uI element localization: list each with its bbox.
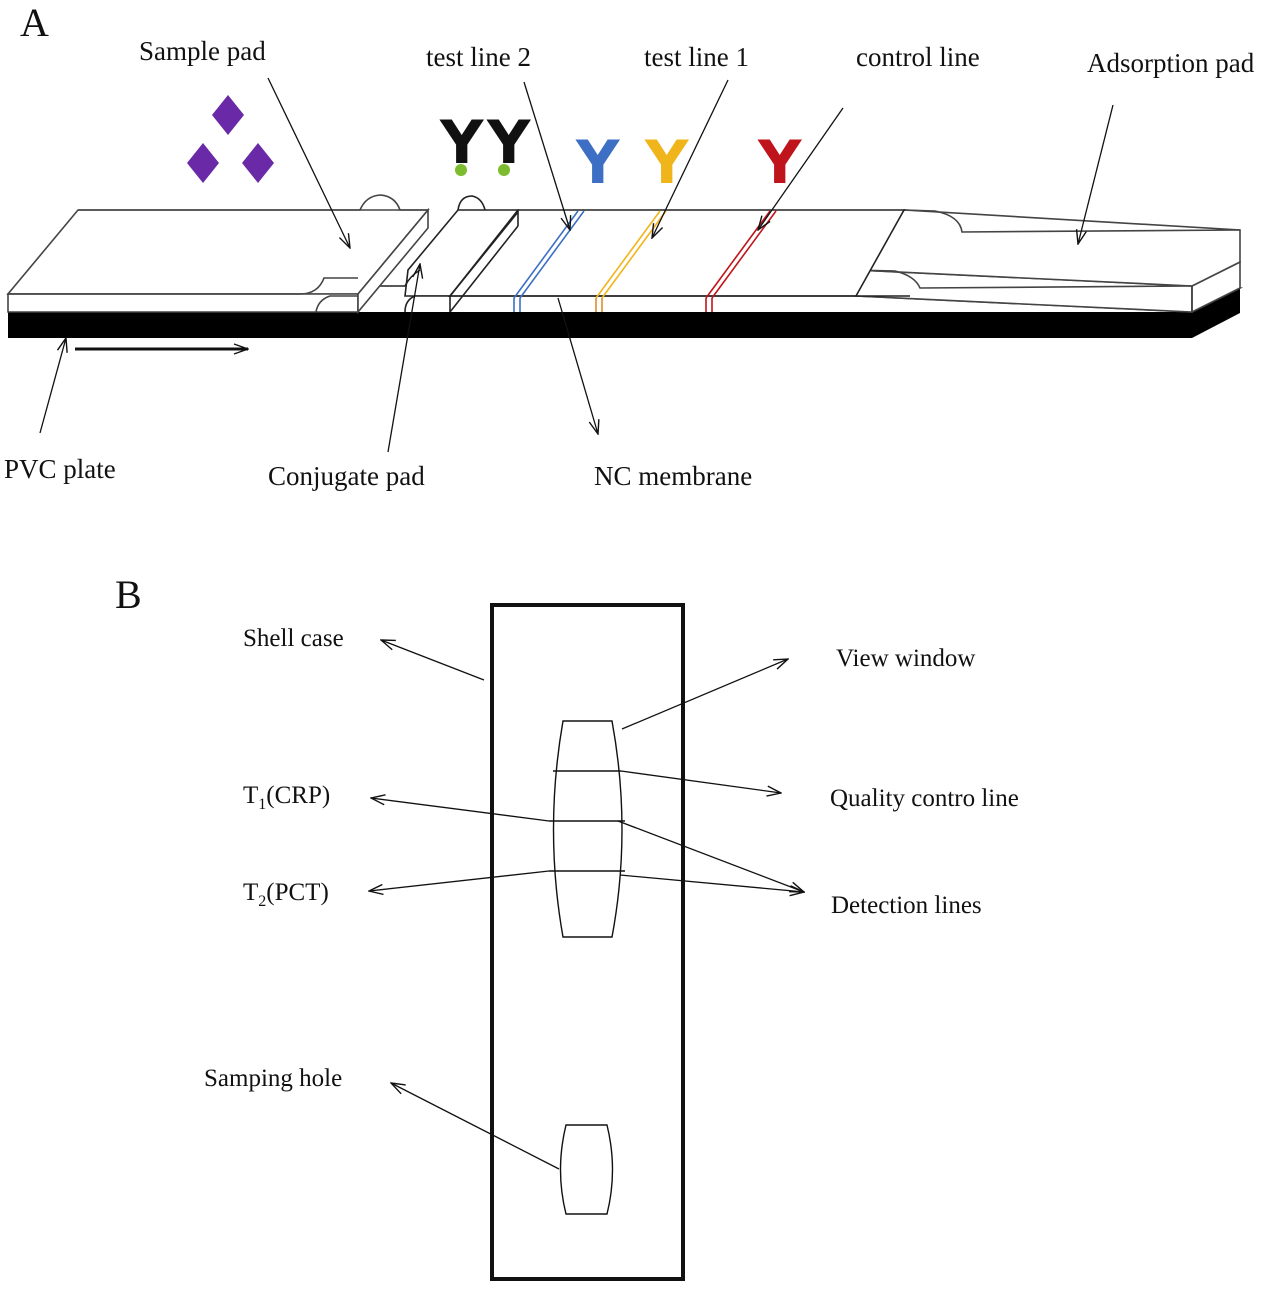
test-line-1-pointer: [652, 79, 729, 238]
control-line-pointer: [758, 107, 844, 230]
detection-line-t2-pointer: [619, 874, 804, 892]
antigen-diamond: [212, 95, 244, 135]
label-control-line: control line: [856, 42, 980, 72]
quality-control-pointer: [620, 770, 781, 793]
label-adsorption-pad: Adsorption pad: [1087, 48, 1255, 78]
conjugate-pad-pointer: [387, 264, 420, 453]
label-sampling-hole: Samping hole: [204, 1065, 342, 1092]
sample-pad-pointer: [267, 77, 350, 248]
test-line-1-antibody-icon: Y: [644, 128, 690, 198]
antigen-diamond: [187, 143, 219, 183]
nc-membrane-pointer: [557, 297, 598, 434]
shell-case-pointer: [381, 640, 485, 681]
t1-pointer: [371, 798, 550, 822]
conjugate-pad: [331, 195, 520, 313]
panel-a: A Y Y Y Y Y: [4, 0, 1255, 491]
label-nc-membrane: NC membrane: [594, 461, 752, 491]
antigen-diamond: [242, 143, 274, 183]
label-t2-pct: T2(PCT): [243, 879, 329, 910]
shell-case: [490, 603, 685, 1281]
panel-b: B Shell case View window T1(CRP) T2(PCT)…: [115, 572, 1019, 1281]
labeled-antibodies: Y Y: [439, 108, 532, 178]
panel-a-letter: A: [20, 0, 49, 45]
t2-pointer: [369, 870, 550, 891]
gold-label-dot: [455, 164, 467, 176]
control-line-antibody-icon: Y: [757, 128, 803, 198]
label-conjugate-pad: Conjugate pad: [268, 461, 425, 491]
label-detection-lines: Detection lines: [831, 892, 982, 919]
antigen-molecules: [187, 95, 274, 183]
detection-line-t1-pointer: [617, 820, 804, 892]
label-test-line-1: test line 1: [644, 42, 749, 72]
sampling-hole-pointer: [391, 1083, 560, 1170]
sampling-hole: [559, 1124, 614, 1215]
view-window-pointer: [621, 659, 788, 730]
label-shell-case: Shell case: [243, 625, 344, 652]
label-t1-crp: T1(CRP): [243, 782, 330, 813]
adsorption-pad: [852, 209, 1244, 314]
label-quality-control-line: Quality contro line: [830, 785, 1019, 812]
label-test-line-2: test line 2: [426, 42, 531, 72]
panel-b-letter: B: [115, 572, 142, 617]
label-view-window: View window: [836, 645, 975, 672]
view-window: [552, 720, 623, 938]
sample-pad: [6, 194, 430, 315]
label-pvc-plate: PVC plate: [4, 454, 116, 484]
antibody-icon: Y: [486, 108, 532, 178]
adsorption-pad-pointer: [1078, 104, 1114, 244]
pvc-plate-pointer: [39, 338, 66, 434]
label-sample-pad: Sample pad: [139, 36, 266, 66]
leader-arrows-b: [369, 640, 804, 1170]
test-line-2-pointer: [523, 81, 570, 230]
pvc-plate: [8, 288, 1240, 338]
leader-arrows-a: [39, 77, 1114, 453]
gold-label-dot: [498, 164, 510, 176]
test-line-2-antibody-icon: Y: [575, 128, 621, 198]
